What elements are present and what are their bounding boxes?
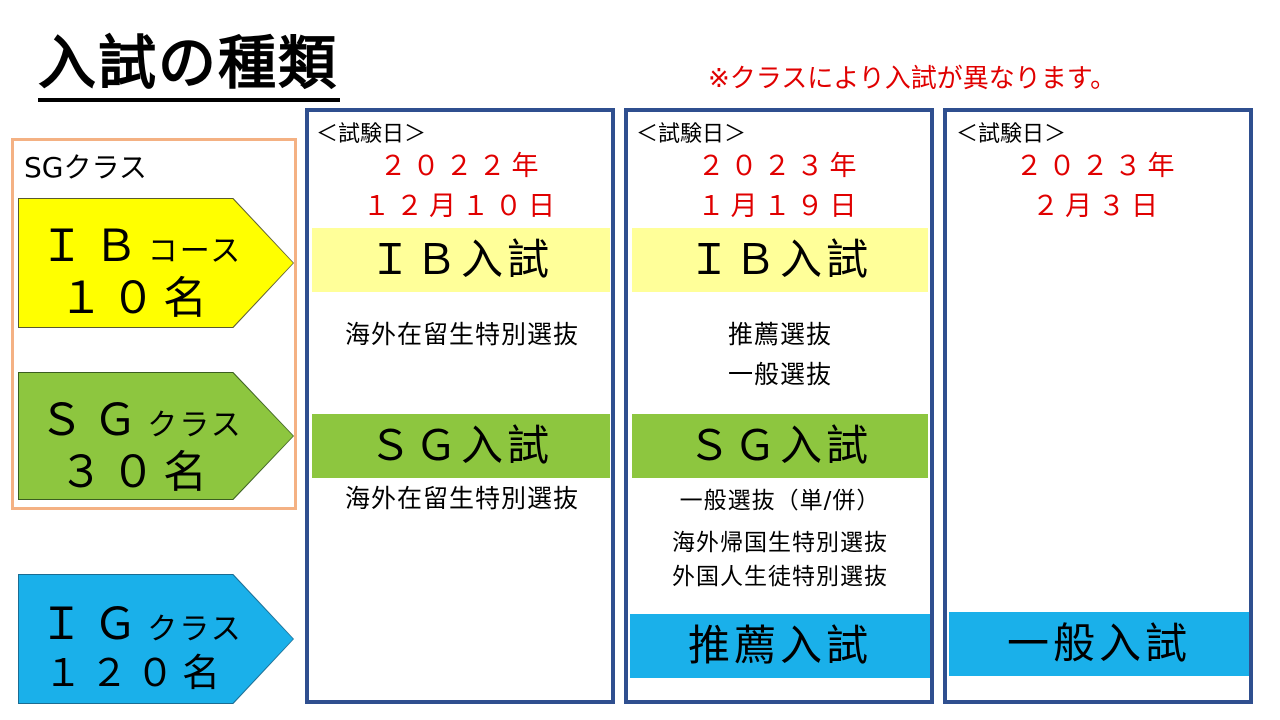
ib-arrow-sub: コース (147, 234, 243, 269)
sg-arrow-count: ３０名 (59, 447, 215, 498)
ig-arrow-main: ＩＧ (39, 599, 148, 650)
ib-course-arrow: ＩＢコース １０名 (18, 198, 294, 328)
sg-class-arrow: ＳＧクラス ３０名 (18, 372, 294, 500)
sg-arrow-main: ＳＧ (39, 395, 148, 446)
col2-header: ＜試験日＞ (636, 122, 747, 147)
sg-arrow-sub: クラス (147, 408, 243, 443)
exam-column-2 (624, 108, 934, 704)
col2-date-year: ２０２３年 (697, 151, 863, 182)
col2-sg-band: ＳＧ入試 (632, 414, 928, 478)
col1-ib-item-1: 海外在留生特別選抜 (344, 320, 579, 349)
col1-date-year: ２０２２年 (379, 151, 545, 182)
col2-date-day: １月１９日 (697, 191, 863, 222)
ib-arrow-count: １０名 (59, 273, 215, 324)
col2-ib-band: ＩＢ入試 (632, 228, 928, 292)
col1-sg-band: ＳＧ入試 (312, 414, 610, 478)
exam-column-3 (943, 108, 1253, 704)
col2-ib-item-1: 推薦選抜 (727, 320, 832, 349)
col3-date-day: ２月３日 (1032, 191, 1164, 222)
col3-header: ＜試験日＞ (956, 122, 1067, 147)
col2-ib-item-2: 一般選抜 (727, 360, 832, 389)
sg-class-frame (11, 138, 297, 510)
page-title: 入試の種類 (38, 28, 341, 102)
class-note: ※クラスにより入試が異なります。 (708, 64, 1117, 94)
ig-class-arrow: ＩＧクラス １２０名 (18, 574, 294, 704)
col2-sg-item-3: 外国人生徒特別選抜 (672, 564, 888, 590)
sg-frame-label: SGクラス (24, 151, 147, 184)
col1-sg-item-1: 海外在留生特別選抜 (344, 484, 579, 513)
col2-sg-item-1: 一般選抜（単/併） (679, 488, 881, 514)
col2-ig-band: 推薦入試 (630, 614, 930, 678)
exam-column-1 (305, 108, 615, 704)
col1-ib-band: ＩＢ入試 (312, 228, 610, 292)
ig-arrow-sub: クラス (147, 612, 243, 647)
col1-header: ＜試験日＞ (316, 122, 427, 147)
ib-arrow-main: ＩＢ (39, 221, 148, 272)
col1-date-day: １２月１０日 (363, 191, 561, 222)
col3-ig-band: 一般入試 (949, 612, 1249, 676)
col2-sg-item-2: 海外帰国生特別選抜 (672, 530, 888, 556)
col3-date-year: ２０２３年 (1015, 151, 1181, 182)
ig-arrow-count: １２０名 (43, 651, 228, 695)
